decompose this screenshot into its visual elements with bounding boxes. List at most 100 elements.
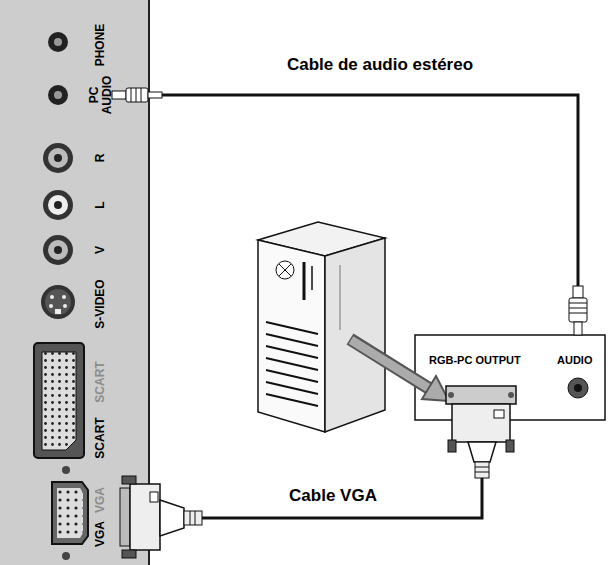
arrow-head <box>422 376 449 401</box>
pointer-arrow <box>350 339 449 401</box>
port-label: PC AUDIO <box>88 76 113 115</box>
plug-screw <box>122 476 136 484</box>
plug-tip <box>574 322 582 335</box>
drive-bays <box>266 322 318 406</box>
scart-shell <box>34 343 84 458</box>
strain-relief <box>468 442 496 462</box>
jack-pin <box>49 304 53 308</box>
plug-screw <box>448 440 456 452</box>
jack-ring <box>43 190 73 220</box>
rca-jack-v <box>43 235 73 265</box>
tower-slot <box>311 266 313 290</box>
plug-detail <box>494 410 504 418</box>
vga-plug-pc <box>446 386 516 478</box>
plug-face <box>120 488 130 546</box>
jack-ring <box>48 85 68 105</box>
plug-body <box>130 484 160 550</box>
port-label: VGA <box>94 521 107 547</box>
pc-output-panel: RGB-PC OUTPUT AUDIO <box>415 335 605 420</box>
jack-ring <box>43 143 73 173</box>
vga-plug-tv <box>120 476 202 558</box>
arrow-shaft <box>351 340 430 389</box>
jack-ring <box>568 378 588 398</box>
scart-socket <box>34 343 84 458</box>
plug-screw <box>508 392 514 398</box>
plug-detail <box>150 492 158 502</box>
plug-grip <box>126 88 148 102</box>
jack-pin <box>62 295 66 299</box>
scart-pins <box>42 352 76 450</box>
jack-ring <box>41 285 75 319</box>
port-label: VGA <box>94 487 107 513</box>
panel-label: RGB-PC OUTPUT <box>429 355 521 367</box>
tower-front <box>258 240 325 432</box>
arrow-outline <box>350 339 430 389</box>
panel-label: AUDIO <box>557 355 592 367</box>
port-label: V <box>94 246 107 254</box>
jack-ring <box>48 32 68 52</box>
plug-tip <box>112 91 126 99</box>
jack-collar <box>48 148 68 168</box>
jack-hole <box>54 154 62 162</box>
vga-shell <box>52 482 88 544</box>
port-label: S-VIDEO <box>94 279 107 328</box>
side-vent <box>340 265 341 330</box>
boot-rings <box>190 511 195 525</box>
node-outline <box>0 0 150 565</box>
plug-body <box>452 404 510 442</box>
port-label: L <box>94 201 107 208</box>
port-label: SCART <box>94 417 107 458</box>
port-label: SCART <box>94 361 107 402</box>
plug-screw <box>448 392 454 398</box>
computer-tower <box>258 222 385 432</box>
jack-hole <box>54 246 62 254</box>
phone-jack <box>48 32 68 52</box>
cable <box>150 95 578 335</box>
fan-blades <box>279 264 291 276</box>
jack-hole <box>54 38 62 46</box>
panel-edge <box>148 0 150 565</box>
strain-relief <box>160 500 184 536</box>
jack-key <box>55 309 61 314</box>
jack-hole <box>574 384 582 392</box>
vga-socket <box>52 466 88 560</box>
grip-rings <box>131 88 141 102</box>
vga-face <box>57 488 83 538</box>
jack-hole <box>54 91 62 99</box>
cable-label: Cable VGA <box>289 486 377 506</box>
boot-rings <box>475 467 489 472</box>
audio-plug-pc <box>569 286 587 335</box>
plug-neck <box>148 92 162 98</box>
socket-screw <box>62 552 70 560</box>
pc-audio-jack <box>48 85 68 105</box>
rca-jack-r <box>43 143 73 173</box>
scart-face <box>42 352 76 450</box>
jack-collar <box>48 195 68 215</box>
plug-screw <box>506 440 514 452</box>
s-video-jack <box>41 285 75 319</box>
jack-hole <box>54 201 62 209</box>
cable-boot <box>475 462 489 478</box>
audio-plug-tv <box>112 88 162 102</box>
plug-screw <box>122 550 136 558</box>
cable-boot <box>184 511 202 525</box>
cable <box>150 420 482 518</box>
node-fill <box>0 0 150 565</box>
rca-jack-l <box>43 190 73 220</box>
jack-face <box>45 289 71 315</box>
tv-back-panel: PHONE PC AUDIO R L V S-VIDEO SCART SCART VGA VGA <box>0 0 150 565</box>
jack-collar <box>48 240 68 260</box>
plug-grip <box>569 298 587 322</box>
plug-face <box>446 386 516 404</box>
port-label: PHONE <box>94 24 107 67</box>
tower-fan <box>276 261 294 279</box>
port-label: R <box>94 154 107 163</box>
jack-pin <box>50 295 54 299</box>
cable-label: Cable de audio estéreo <box>287 55 473 75</box>
grip-rings <box>569 303 587 313</box>
pc-audio-out-jack <box>568 378 588 398</box>
jack-pin <box>63 304 67 308</box>
